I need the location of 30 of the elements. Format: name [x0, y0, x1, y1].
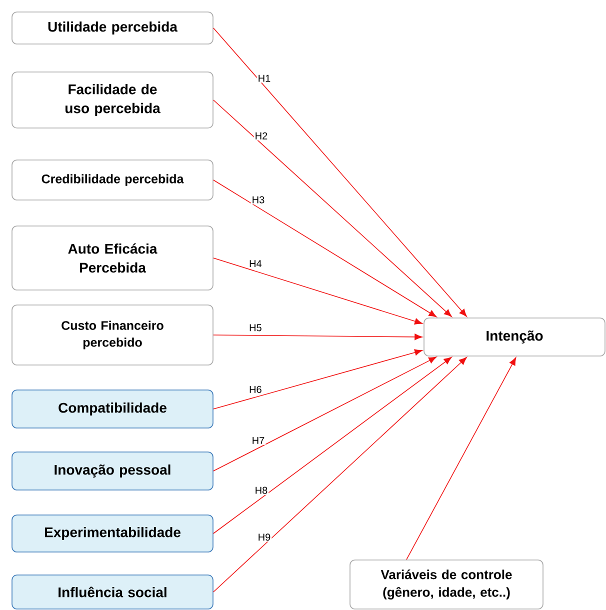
factor-box: Credibilidade percebida — [12, 160, 214, 200]
edge-label: H9 — [256, 532, 272, 542]
arrow — [213, 349, 422, 410]
edge-label: H7 — [250, 436, 266, 445]
arrow — [213, 334, 422, 340]
edge-label: H5 — [248, 323, 263, 332]
arrow — [213, 180, 437, 318]
arrow — [213, 28, 467, 317]
arrow — [213, 356, 452, 534]
edge-label: H2 — [254, 131, 269, 140]
factor-box: Auto Eficácia Percebida — [12, 226, 214, 290]
control-box: Variáveis de controle (gênero, idade, etc..) — [350, 560, 544, 610]
edge-label: H3 — [250, 195, 266, 204]
arrow — [406, 357, 516, 560]
edge-label: H8 — [254, 486, 269, 495]
arrow — [213, 356, 437, 472]
factor-box: Facilidade de uso percebida — [12, 72, 214, 128]
arrow — [213, 258, 422, 324]
factor-box: Compatibilidade — [12, 390, 214, 428]
factor-box: Custo Financeiro percebido — [12, 304, 214, 366]
arrow — [213, 357, 467, 592]
factor-box: Influência social — [12, 574, 214, 610]
outcome-box: Intenção — [424, 318, 606, 356]
factor-box: Utilidade percebida — [12, 12, 214, 44]
arrow — [213, 100, 452, 317]
factor-box: Inovação pessoal — [12, 452, 214, 490]
edge-label: H1 — [256, 74, 272, 83]
factor-box: Experimentabilidade — [12, 514, 214, 552]
edge-label: H4 — [248, 259, 263, 268]
edge-label: H6 — [248, 384, 263, 394]
